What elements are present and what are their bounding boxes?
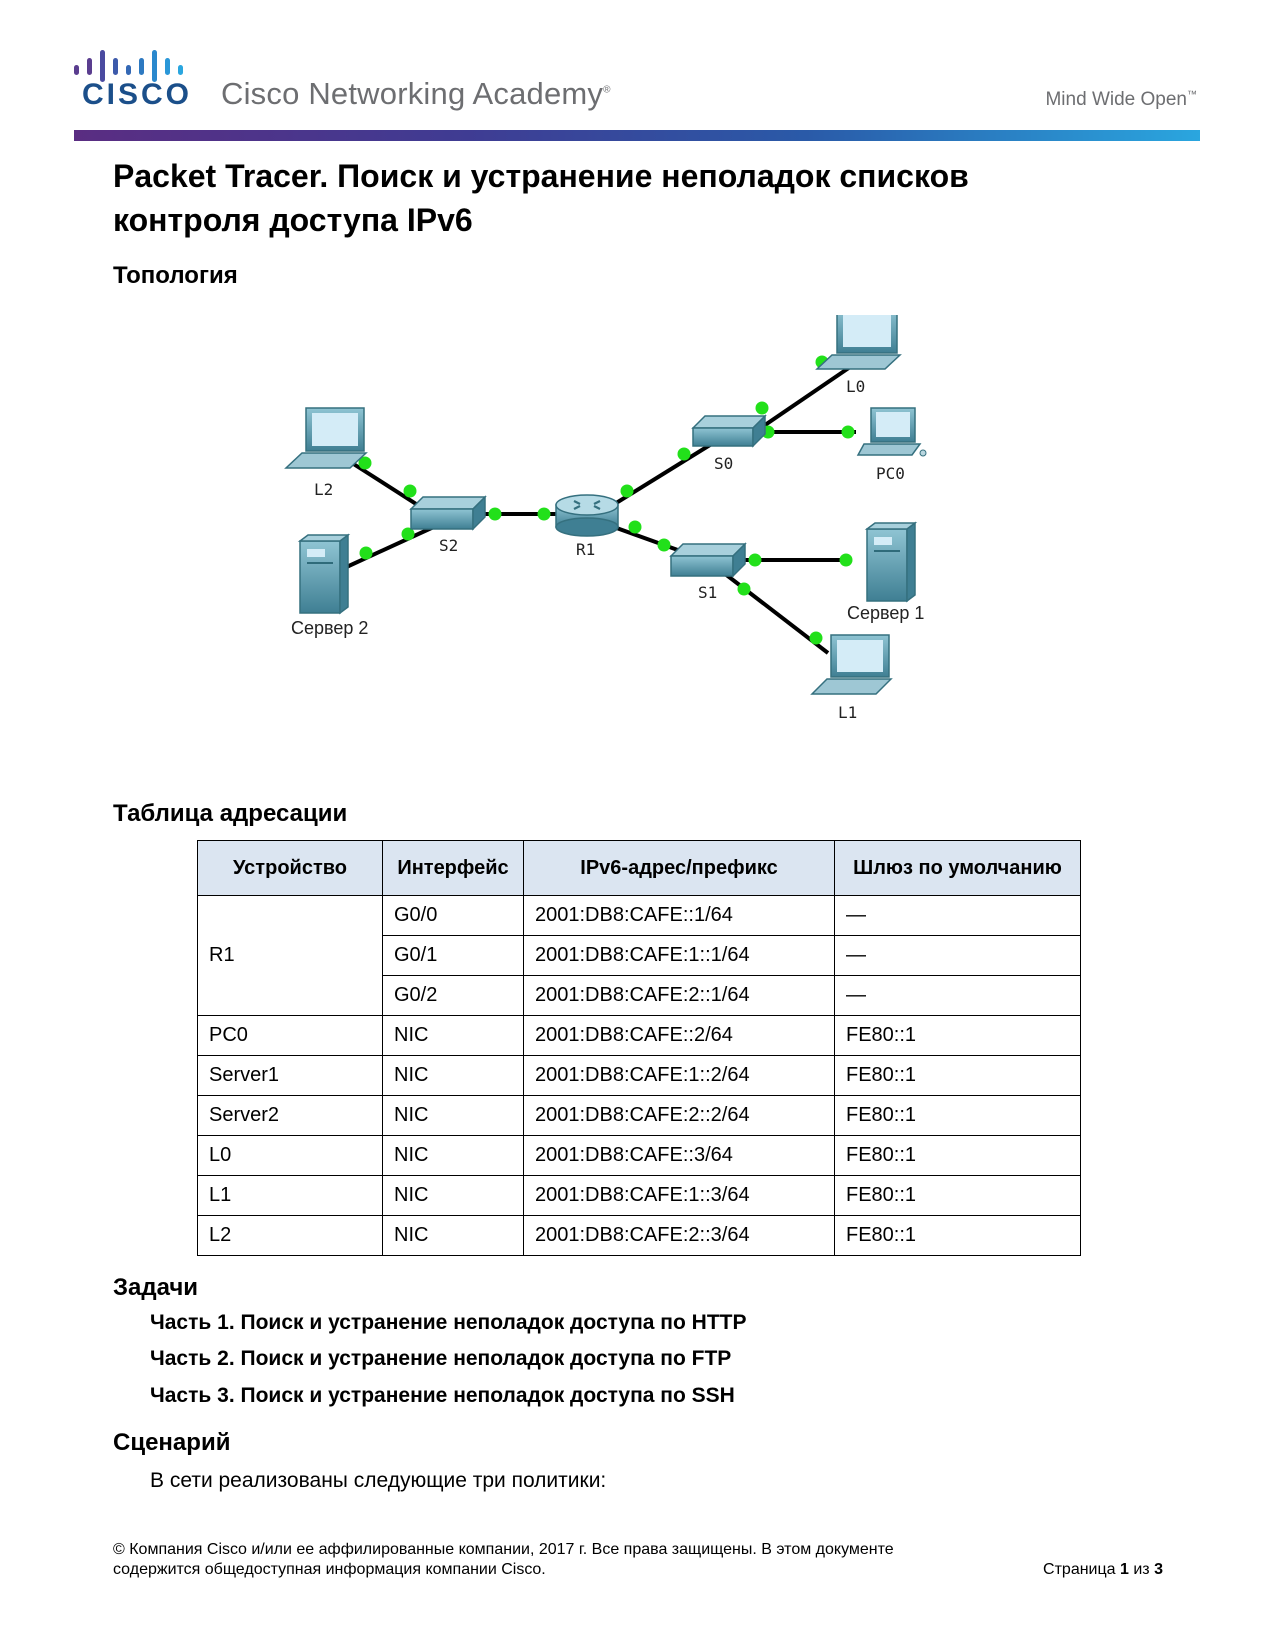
cell-device-r1: R1 <box>197 895 383 1016</box>
cell-addr: 2001:DB8:CAFE:1::1/64 <box>523 935 835 976</box>
table-row: L0 NIC 2001:DB8:CAFE::3/64 FE80::1 <box>197 1135 1081 1176</box>
cell-addr: 2001:DB8:CAFE::2/64 <box>523 1015 835 1056</box>
section-heading-topology: Топология <box>113 262 238 289</box>
cell-iface: NIC <box>382 1015 524 1056</box>
label-server-2: Сервер 2 <box>291 618 368 638</box>
pc-pc0-icon <box>856 407 927 457</box>
cell-gw: FE80::1 <box>834 1175 1081 1216</box>
cell-addr: 2001:DB8:CAFE:1::2/64 <box>523 1055 835 1096</box>
laptop-l0-icon <box>815 315 902 370</box>
cell-addr: 2001:DB8:CAFE:1::3/64 <box>523 1175 835 1216</box>
cell-addr: 2001:DB8:CAFE:2::1/64 <box>523 975 835 1016</box>
router-r1-icon <box>555 494 619 537</box>
cell-device: Server2 <box>197 1095 383 1136</box>
cell-iface: NIC <box>382 1135 524 1176</box>
switch-s0-icon <box>691 414 767 448</box>
table-row: L1 NIC 2001:DB8:CAFE:1::3/64 FE80::1 <box>197 1175 1081 1216</box>
cell-device: PC0 <box>197 1015 383 1056</box>
label-s1: S1 <box>698 583 717 602</box>
table-row: G0/2 2001:DB8:CAFE:2::1/64 — <box>198 975 1081 1016</box>
label-l0: L0 <box>846 377 865 396</box>
cell-iface: NIC <box>382 1175 524 1216</box>
cell-iface: NIC <box>382 1215 524 1256</box>
footer-copyright-line-1: © Компания Cisco и/или ее аффилированные… <box>113 1541 894 1558</box>
cell-device: Server1 <box>197 1055 383 1096</box>
cisco-bridge-logo-icon <box>74 50 183 82</box>
col-header-ipv6: IPv6-адрес/префикс <box>523 840 835 896</box>
cell-gw: FE80::1 <box>834 1135 1081 1176</box>
addressing-table: Устройство Интерфейс IPv6-адрес/префикс … <box>197 840 1081 1256</box>
col-header-gateway: Шлюз по умолчанию <box>834 840 1081 896</box>
cell-iface: G0/2 <box>382 975 524 1016</box>
label-pc0: PC0 <box>876 464 905 483</box>
label-s0: S0 <box>714 454 733 473</box>
table-row: PC0 NIC 2001:DB8:CAFE::2/64 FE80::1 <box>197 1015 1081 1056</box>
cell-gw: FE80::1 <box>834 1095 1081 1136</box>
cell-gw: — <box>834 975 1081 1016</box>
cell-addr: 2001:DB8:CAFE::3/64 <box>523 1135 835 1176</box>
cell-gw: FE80::1 <box>834 1015 1081 1056</box>
switch-s1-icon <box>669 542 747 578</box>
laptop-l1-icon <box>810 634 893 695</box>
col-header-device: Устройство <box>197 840 383 896</box>
cell-iface: NIC <box>382 1055 524 1096</box>
server-2-icon <box>297 533 351 615</box>
cell-gw: FE80::1 <box>834 1215 1081 1256</box>
table-row: R1 G0/0 2001:DB8:CAFE::1/64 — <box>197 895 1081 1016</box>
label-l2: L2 <box>314 480 333 499</box>
cell-gw: — <box>834 895 1081 936</box>
table-row: Server1 NIC 2001:DB8:CAFE:1::2/64 FE80::… <box>197 1055 1081 1096</box>
academy-title: Cisco Networking Academy® <box>221 76 611 111</box>
table-row: G0/1 2001:DB8:CAFE:1::1/64 — <box>198 935 1081 976</box>
cell-iface: G0/1 <box>382 935 524 976</box>
cell-device: L2 <box>197 1215 383 1256</box>
table-row: Server2 NIC 2001:DB8:CAFE:2::2/64 FE80::… <box>197 1095 1081 1136</box>
cell-addr: 2001:DB8:CAFE:2::3/64 <box>523 1215 835 1256</box>
cell-addr: 2001:DB8:CAFE::1/64 <box>523 895 835 936</box>
label-s2: S2 <box>439 536 458 555</box>
section-heading-addressing: Таблица адресации <box>113 800 348 827</box>
header-gradient-bar <box>74 130 1200 141</box>
table-row: L2 NIC 2001:DB8:CAFE:2::3/64 FE80::1 <box>197 1215 1081 1256</box>
scenario-intro-text: В сети реализованы следующие три политик… <box>150 1469 607 1492</box>
cell-device: L1 <box>197 1175 383 1216</box>
task-part-1: Часть 1. Поиск и устранение неполадок до… <box>150 1311 747 1334</box>
cell-iface: NIC <box>382 1095 524 1136</box>
cell-gw: FE80::1 <box>834 1055 1081 1096</box>
switch-s2-icon <box>409 495 487 531</box>
tagline: Mind Wide Open™ <box>1045 89 1197 110</box>
server-1-icon <box>864 521 918 603</box>
cell-iface: G0/0 <box>382 895 524 936</box>
task-part-3: Часть 3. Поиск и устранение неполадок до… <box>150 1384 735 1407</box>
task-part-2: Часть 2. Поиск и устранение неполадок до… <box>150 1347 732 1370</box>
laptop-l2-icon <box>284 407 368 469</box>
footer-copyright: © Компания Cisco и/или ее аффилированные… <box>113 1540 1013 1580</box>
footer-copyright-line-2: содержится общедоступная информация комп… <box>113 1561 546 1578</box>
table-header-row: Устройство Интерфейс IPv6-адрес/префикс … <box>197 840 1081 896</box>
label-l1: L1 <box>838 703 857 722</box>
label-r1: R1 <box>576 540 595 559</box>
cell-gw: — <box>834 935 1081 976</box>
label-server-1: Сервер 1 <box>847 603 924 623</box>
section-heading-tasks: Задачи <box>113 1274 199 1301</box>
topology-diagram: L0 PC0 S0 L2 S2 Сервер 2 <box>284 315 927 722</box>
col-header-interface: Интерфейс <box>382 840 524 896</box>
document-title: Packet Tracer. Поиск и устранение непола… <box>113 158 969 238</box>
footer-page-number: Страница 1 из 3 <box>1043 1561 1163 1578</box>
cell-device: L0 <box>197 1135 383 1176</box>
cisco-wordmark: CISCO <box>82 78 193 111</box>
cell-addr: 2001:DB8:CAFE:2::2/64 <box>523 1095 835 1136</box>
section-heading-scenario: Сценарий <box>113 1429 231 1456</box>
